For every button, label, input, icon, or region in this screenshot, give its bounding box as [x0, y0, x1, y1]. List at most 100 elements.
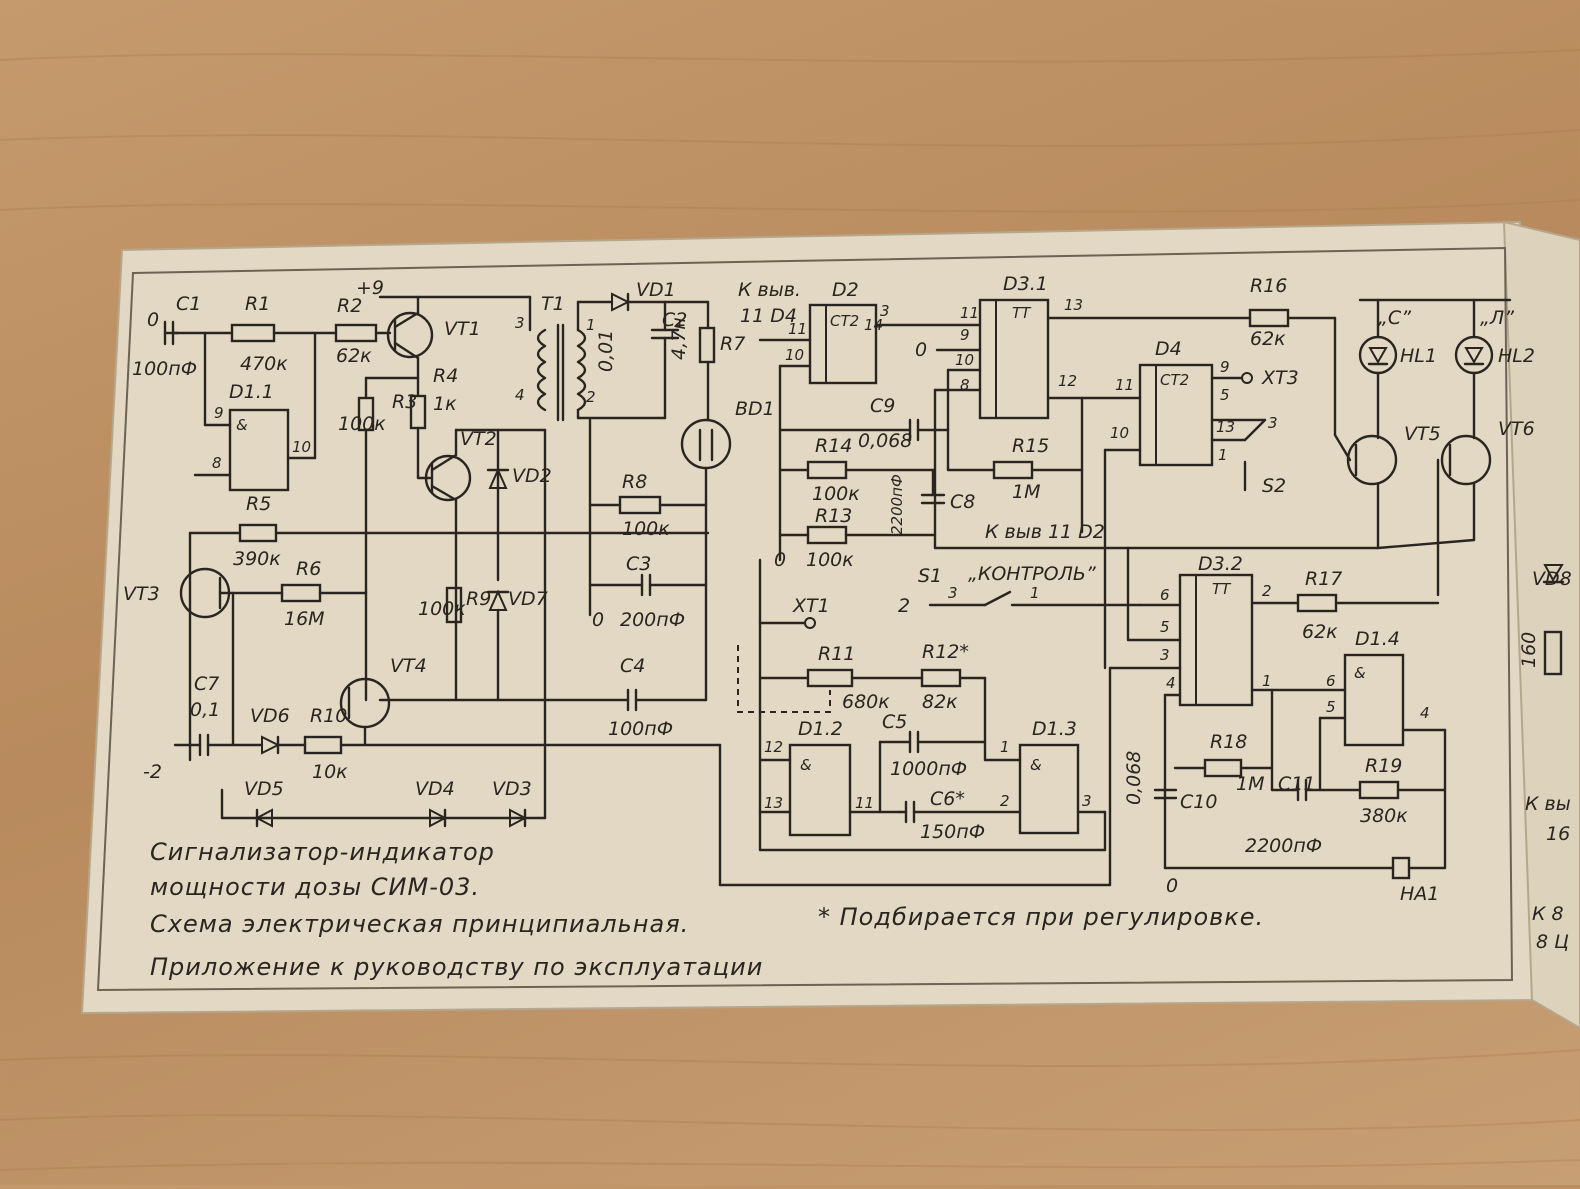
label-vd5: VD5: [244, 778, 284, 800]
label-c4-val: 100пФ: [608, 718, 673, 740]
label-minus9: -2: [143, 761, 162, 783]
label-zero-d3: 0: [915, 339, 927, 361]
label-r19-val: 380к: [1360, 805, 1408, 827]
pin-d4-5: 5: [1220, 386, 1230, 404]
terminal-xt3: [1241, 372, 1253, 384]
label-t1: T1: [541, 293, 565, 315]
label-r10-val: 10к: [312, 761, 348, 783]
label-c11: C11: [1278, 773, 1315, 795]
label-r14: R14: [815, 435, 852, 457]
label-r5-val: 390к: [233, 548, 281, 570]
pin-d3-13: 13: [1064, 296, 1083, 314]
label-vt4: VT4: [390, 655, 427, 677]
caption-block: Сигнализатор-индикатор мощности дозы СИМ…: [150, 838, 1263, 981]
label-c3-val: 200пФ: [620, 609, 685, 631]
label-s1-2: 2: [898, 595, 910, 617]
label-r15: R15: [1012, 435, 1049, 457]
label-r16: R16: [1250, 275, 1287, 297]
diode-vd4: [429, 808, 448, 828]
pin-d1-3-1: 1: [1000, 738, 1010, 756]
amp-d1-4: &: [1354, 664, 1366, 682]
label-vt1: VT1: [444, 318, 481, 340]
label-k8: К 8: [1532, 903, 1564, 925]
pin-d3-12: 12: [1058, 372, 1077, 390]
label-c10: C10: [1180, 791, 1217, 813]
label-c8: C8: [950, 491, 975, 513]
label-r6-val: 16М: [284, 608, 325, 630]
label-r3: R3: [392, 391, 417, 413]
label-c3: C3: [626, 553, 651, 575]
label-s2: S2: [1262, 475, 1286, 497]
label-vd8: VD8: [1532, 568, 1572, 590]
label-zero-r13: 0: [774, 549, 786, 571]
pin-d2-3: 3: [880, 302, 890, 320]
label-r12-val: 82к: [922, 691, 958, 713]
label-k-vyv-right: К вы: [1525, 793, 1571, 815]
transistor-vt1: [386, 311, 434, 359]
pin-d4-9: 9: [1220, 358, 1230, 376]
label-c2: C2: [662, 309, 687, 331]
switch-s1[interactable]: [983, 590, 1012, 607]
label-c9: C9: [870, 395, 895, 417]
label-ha1: HA1: [1400, 883, 1439, 905]
pin-d1-3-3: 3: [1082, 792, 1092, 810]
pin-t1-2: 2: [586, 388, 596, 406]
diode-vd5: [254, 808, 273, 828]
label-vt6: VT6: [1498, 418, 1535, 440]
pin-d3-2-1: 1: [1262, 672, 1272, 690]
drawing-frame: [96, 246, 1514, 992]
counter-d2: [808, 303, 878, 385]
label-c5-val: 1000пФ: [890, 758, 967, 780]
label-vd7: VD7: [508, 588, 548, 610]
label-c7: C7: [194, 673, 219, 695]
label-d4: D4: [1155, 338, 1182, 360]
label-r16-val: 62к: [1250, 328, 1286, 350]
pin-d4-10: 10: [1110, 424, 1129, 442]
diode-vd1: [611, 292, 631, 312]
pin-d3-2-6: 6: [1160, 586, 1170, 604]
label-r19: R19: [1365, 755, 1402, 777]
counter-d4: [1138, 363, 1214, 467]
label-d2-ct2: CT2: [830, 312, 859, 330]
label-zero-ha1: 0: [1166, 875, 1178, 897]
diode-vd6: [261, 735, 281, 755]
amp-d1-2: &: [800, 756, 812, 774]
label-r18: R18: [1210, 731, 1247, 753]
label-hl1: HL1: [1400, 345, 1437, 367]
label-r1-val: 470к: [240, 353, 288, 375]
pin-d3-8: 8: [960, 376, 970, 394]
pin-s1-3: 3: [948, 584, 958, 602]
pin-d1-2-13: 13: [764, 794, 783, 812]
pin-s2-3: 3: [1268, 414, 1278, 432]
pin-d1-4-6: 6: [1326, 672, 1336, 690]
label-r10: R10: [310, 705, 347, 727]
label-k-vyv-top: К выв.: [738, 279, 801, 301]
label-r3-val: 100к: [338, 413, 386, 435]
pin-d3-2-5: 5: [1160, 618, 1170, 636]
label-d3-2: D3.2: [1198, 553, 1243, 575]
label-c9-val: 0,068: [858, 430, 912, 452]
label-bd1: BD1: [735, 398, 775, 420]
label-d3-1-tt: TT: [1012, 304, 1032, 322]
amp-d1-1: &: [236, 416, 248, 434]
label-r11: R11: [818, 643, 855, 665]
label-d1-2: D1.2: [798, 718, 843, 740]
trigger-d3-1: [978, 298, 1050, 420]
pin-d1-3-2: 2: [1000, 792, 1010, 810]
label-vd2: VD2: [512, 465, 552, 487]
label-c4: C4: [620, 655, 645, 677]
label-zero-c3: 0: [592, 609, 604, 631]
pin-t1-3: 3: [515, 314, 525, 332]
label-0-01: 0,01: [595, 330, 617, 372]
label-r1: R1: [245, 293, 270, 315]
pin-10: 10: [292, 438, 311, 456]
counter-section: [737, 298, 1267, 887]
diode-vd8: [1543, 564, 1564, 583]
caption-line4: Приложение к руководству по эксплуатации: [150, 953, 763, 981]
label-k-vyv-top2: 11 D4: [740, 305, 797, 327]
paper-fold-right: [1502, 220, 1580, 1030]
component-labels: C1 0 100пФ R1 470к R2 62к +9 VT1 D1.1 9 …: [123, 273, 1572, 953]
pin-d1-4-4: 4: [1420, 704, 1430, 722]
gate-d1-3: [1018, 743, 1080, 835]
